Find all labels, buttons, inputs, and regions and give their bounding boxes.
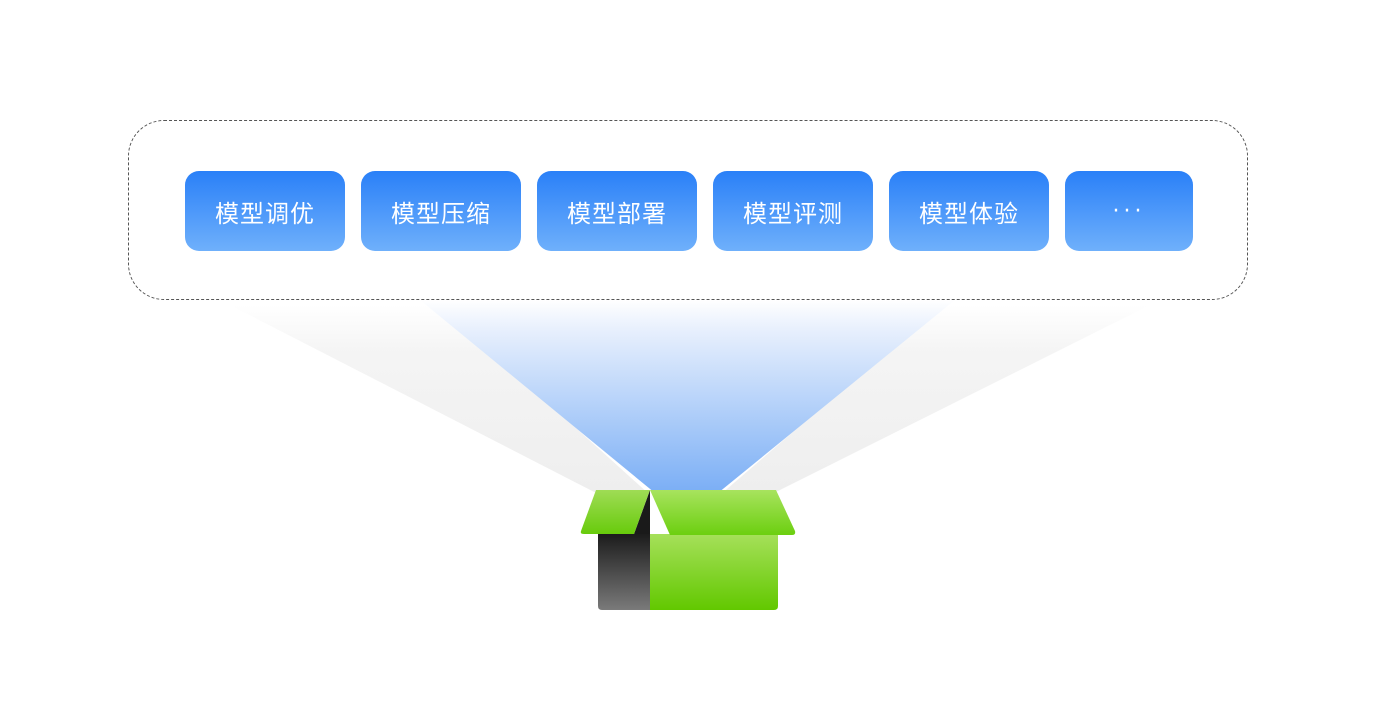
- model-tuning-button[interactable]: 模型调优: [185, 171, 345, 251]
- blue-beam: [420, 300, 955, 493]
- model-deployment-button[interactable]: 模型部署: [537, 171, 697, 251]
- open-box-icon: [580, 490, 796, 610]
- capability-frame: 模型调优 模型压缩 模型部署 模型评测 模型体验 ···: [128, 120, 1248, 300]
- model-evaluation-button[interactable]: 模型评测: [713, 171, 873, 251]
- capability-list: 模型调优 模型压缩 模型部署 模型评测 模型体验 ···: [185, 171, 1193, 251]
- grey-beam-left: [230, 305, 650, 495]
- grey-beam-right: [720, 305, 1150, 495]
- model-experience-button[interactable]: 模型体验: [889, 171, 1049, 251]
- model-compression-button[interactable]: 模型压缩: [361, 171, 521, 251]
- more-button[interactable]: ···: [1065, 171, 1193, 251]
